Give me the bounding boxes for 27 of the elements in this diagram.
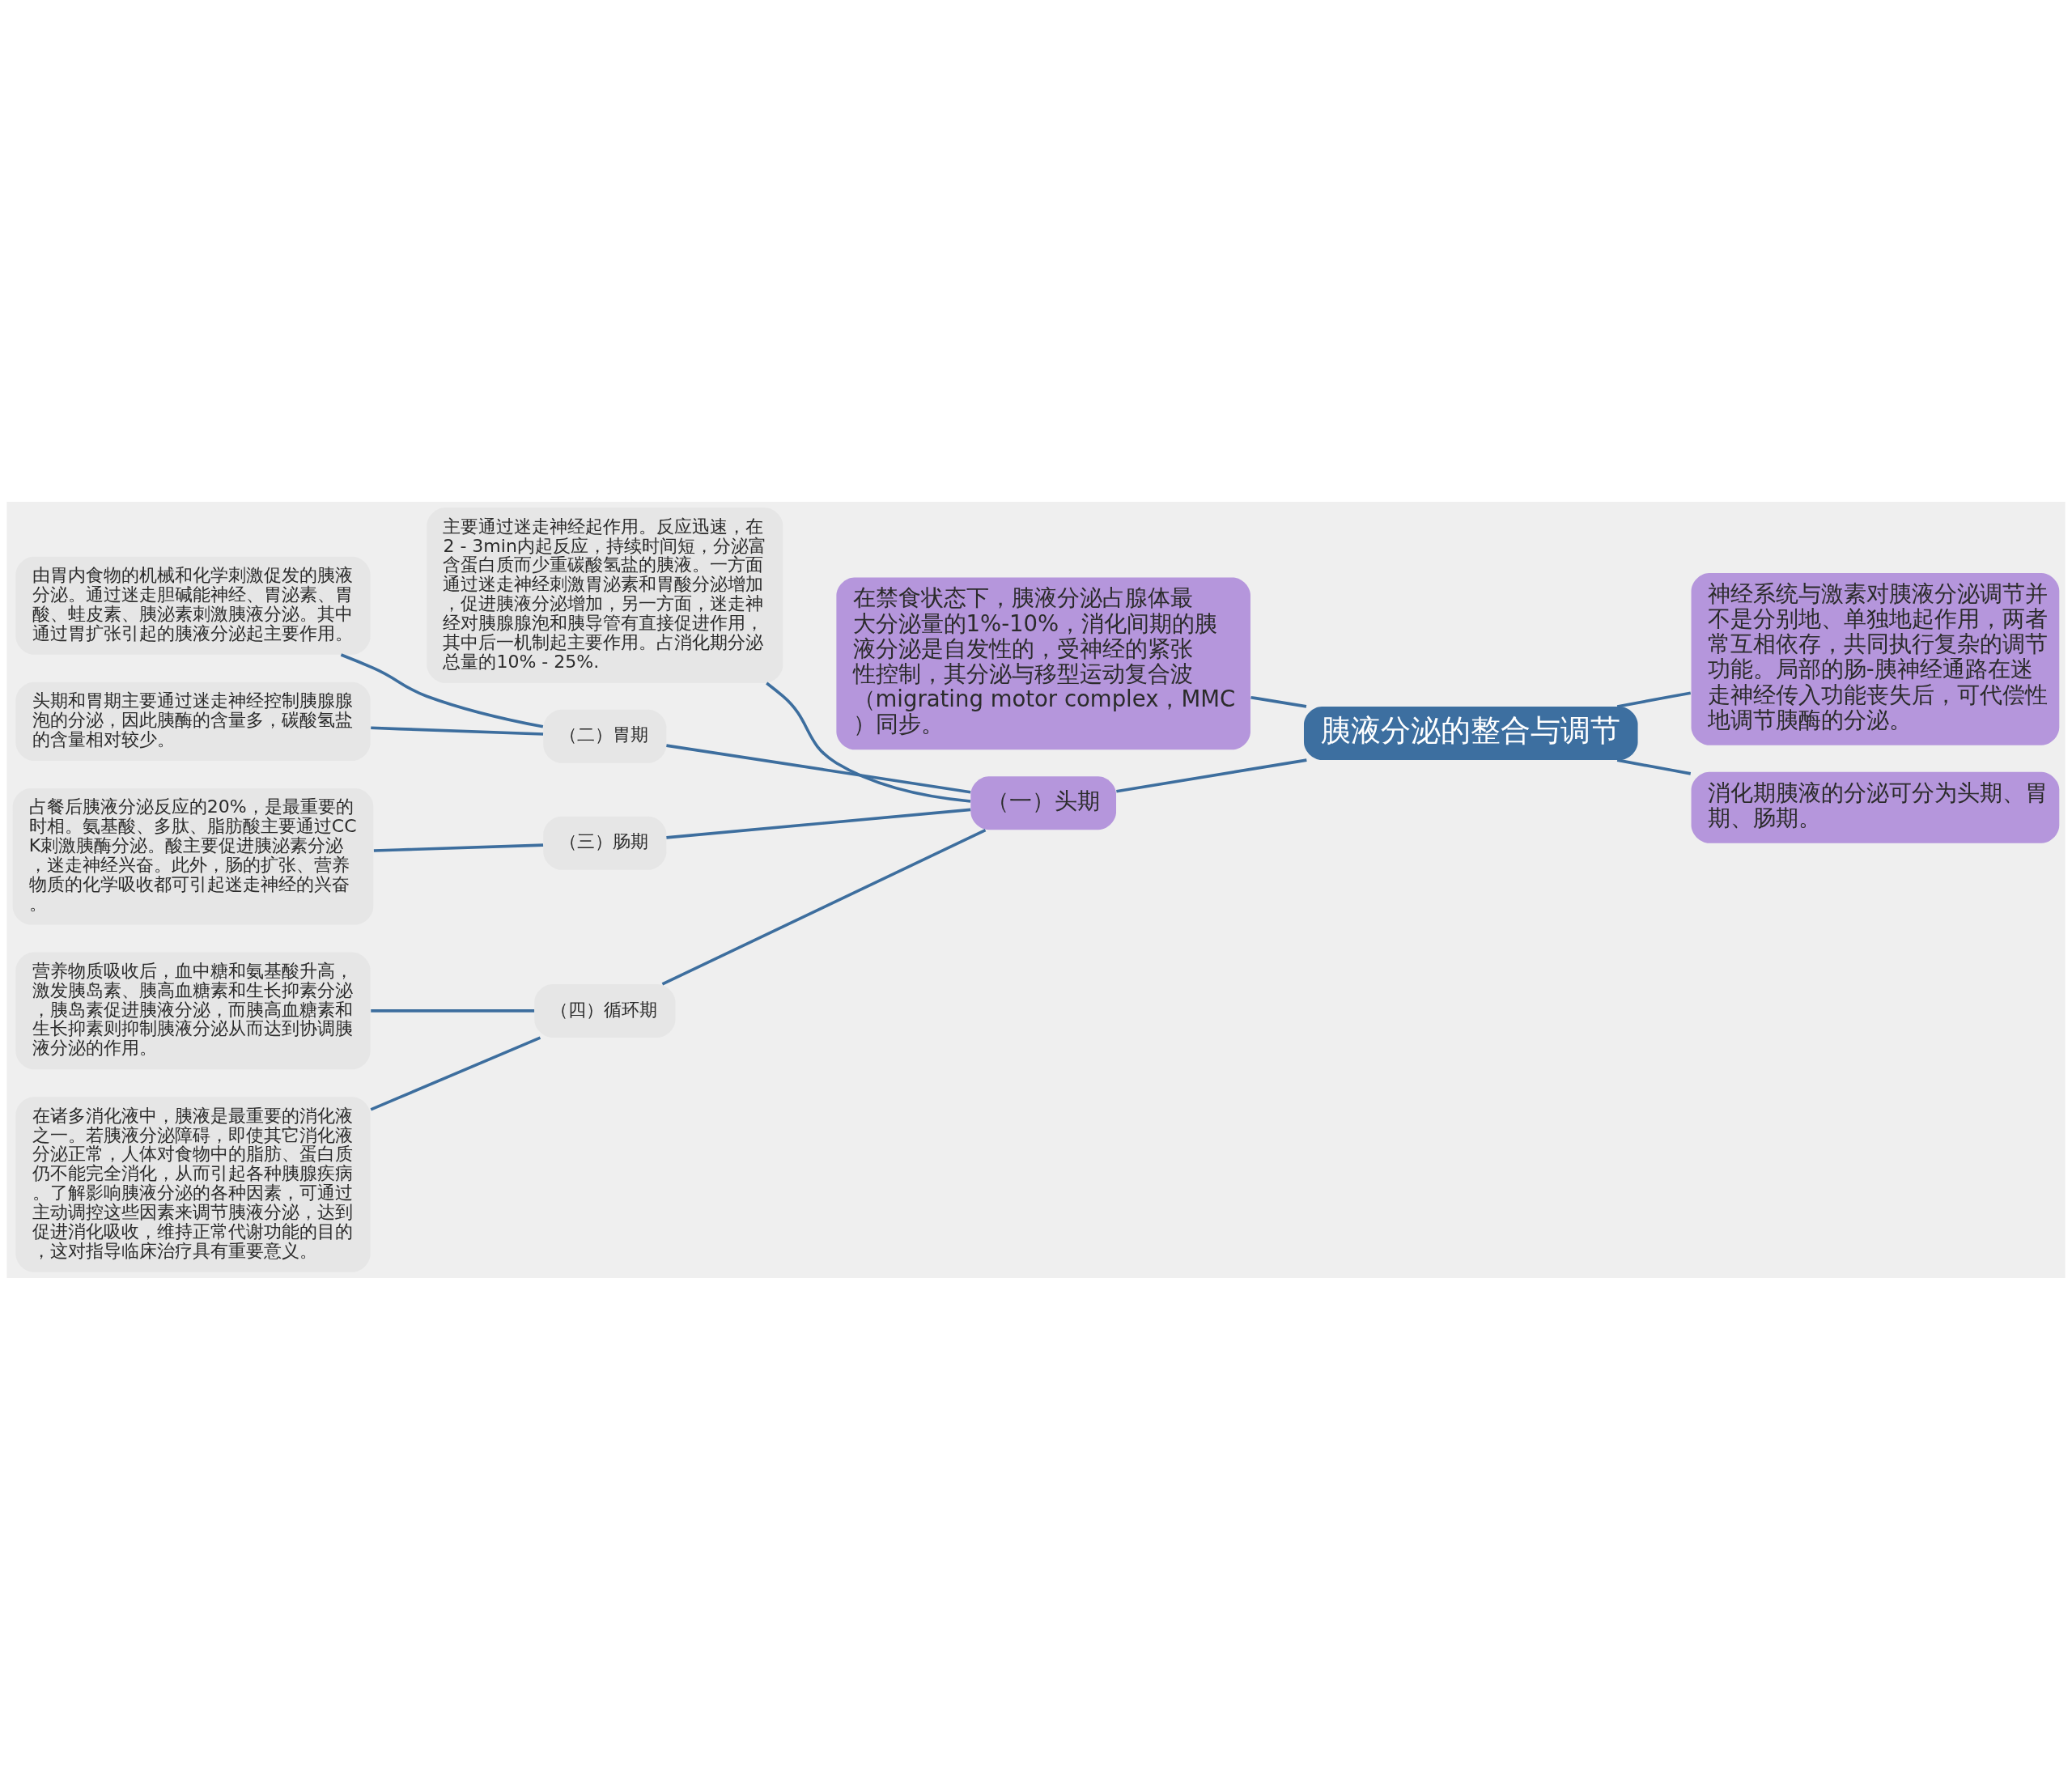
node-box: （一）头期: [970, 775, 1116, 830]
connector: [340, 652, 544, 728]
connector: [371, 725, 544, 736]
connector: [1616, 690, 1692, 708]
node-box: 胰液分泌的整合与调节: [1303, 706, 1638, 760]
connector: [373, 843, 544, 852]
node-box: 神经系统与激素对胰液分泌调节并不是分别地、单独地起作用，两者常互相依存，共同执行复杂的调节功能。局部的肠-胰神经通路在迷走神经传入功能丧失后，可代偿性地调节胰酶的分泌。: [1691, 572, 2060, 745]
node-box: 在禁食状态下，胰液分泌占腺体最大分泌量的1%-10%，消化间期的胰液分泌是自发性的，受神经的紧张性控制，其分泌与移型运动复合波（migrating motor complex，MMC）同步。: [836, 577, 1250, 749]
node-box: 消化期胰液的分泌可分为头期、胃期、肠期。: [1691, 771, 2060, 843]
connector: [666, 743, 971, 793]
node-box: 主要通过迷走神经起作用。反应迅速，在2 - 3min内起反应，持续时间短，分泌富含蛋白质而少重碳酸氢盐的胰液。一方面通过迷走神经刺激胃泌素和胃酸分泌增加，促进胰液分泌增加，另一方面，迷走神经对胰腺腺泡和胰导管有直接促进作用，其中后一机制起主要作用。占消化期分泌总量的10% - 25%.: [427, 507, 783, 683]
node-box: （三）肠期: [543, 816, 667, 870]
connector: [371, 1008, 535, 1013]
connector: [661, 828, 987, 986]
node-box: 头期和胃期主要通过迷走神经控制胰腺腺泡的分泌，因此胰酶的含量多，碳酸氢盐的含量相对较少。: [15, 681, 371, 761]
connector: [666, 808, 971, 839]
connector: [370, 1035, 541, 1111]
node-box: （二）胃期: [543, 709, 667, 763]
connector: [1116, 758, 1307, 793]
node-box: （四）循环期: [534, 983, 676, 1038]
node-box: 在诸多消化液中，胰液是最重要的消化液之一。若胰液分泌障碍，即使其它消化液分泌正常，人体对食物中的脂肪、蛋白质仍不能完全消化，从而引起各种胰腺疾病。了解影响胰液分泌的各种因素，可通过主动调控这些因素来调节胰液分泌，达到促进消化吸收，维持正常代谢功能的目的，这对指导临床治疗具有重要意义。: [15, 1096, 371, 1272]
connector: [766, 681, 971, 803]
connector: [1250, 695, 1307, 708]
node-box: 由胃内食物的机械和化学刺激促发的胰液分泌。通过迷走胆碱能神经、胃泌素、胃酸、蛙皮素、胰泌素刺激胰液分泌。其中通过胃扩张引起的胰液分泌起主要作用。: [15, 556, 371, 655]
connector: [1616, 758, 1692, 775]
node-box: 占餐后胰液分泌反应的20%，是最重要的时相。氨基酸、多肽、脂肪酸主要通过CCK刺激胰酶分泌。酸主要促进胰泌素分泌，迷走神经兴奋。此外，肠的扩张、营养物质的化学吸收都可引起迷走神经的兴奋。: [12, 788, 374, 925]
node-box: 营养物质吸收后，血中糖和氨基酸升高，激发胰岛素、胰高血糖素和生长抑素分泌，胰岛素促进胰液分泌，而胰高血糖素和生长抑素则抑制胰液分泌从而达到协调胰液分泌的作用。: [15, 952, 371, 1069]
